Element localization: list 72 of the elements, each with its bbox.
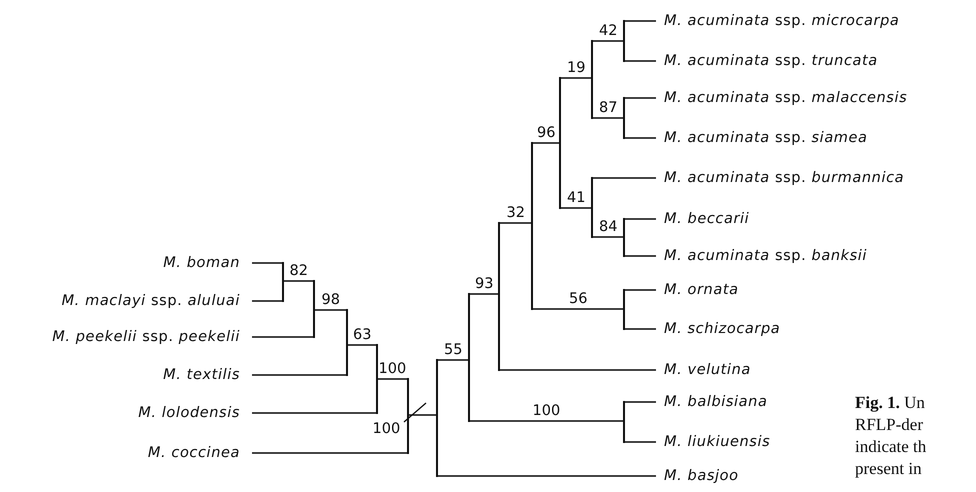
clade-junction-line (623, 97, 625, 139)
branch-line (252, 374, 346, 376)
clade-junction-line (591, 177, 593, 238)
branch-line (532, 308, 624, 310)
branch-line (438, 359, 468, 361)
taxon-label: M. ornata (656, 280, 739, 300)
branch-line (252, 336, 314, 338)
clade-junction-line (313, 280, 315, 338)
clade-junction-line (531, 142, 533, 310)
clade-junction-line (498, 222, 500, 371)
taxon-label: M. acuminata ssp. malaccensis (656, 88, 908, 108)
branch-line (408, 414, 436, 416)
taxon-label: M. basjoo (656, 466, 739, 486)
taxon-label: M. acuminata ssp. banksii (656, 246, 868, 266)
branch-line (624, 289, 656, 291)
branch-line (378, 378, 408, 380)
branch-line (592, 177, 656, 179)
clade-junction-line (559, 77, 561, 209)
taxon-label: M. boman (0, 253, 252, 273)
branch-line (560, 207, 592, 209)
clade-junction-line (623, 20, 625, 62)
branch-line (438, 475, 656, 477)
clade-junction-line (623, 218, 625, 257)
clade-junction-line (436, 359, 438, 477)
taxon-label: M. textilis (0, 365, 252, 385)
branch-line (624, 137, 656, 139)
taxon-label: M. acuminata ssp. siamea (656, 128, 868, 148)
branch-line (470, 420, 624, 422)
taxon-label: M. beccarii (656, 209, 750, 229)
branch-line (252, 300, 282, 302)
taxon-label: M. lolodensis (0, 403, 252, 423)
branch-line (314, 309, 346, 311)
clade-junction-line (468, 293, 470, 422)
branch-line (592, 236, 624, 238)
branch-line (624, 20, 656, 22)
branch-line (624, 255, 656, 257)
taxon-label: M. schizocarpa (656, 319, 780, 339)
taxon-label: M. velutina (656, 360, 751, 380)
branch-line (560, 77, 592, 79)
branch-line (592, 40, 624, 42)
taxon-label: M. acuminata ssp. truncata (656, 51, 878, 71)
taxon-label: M. maclayi ssp. aluluai (0, 291, 252, 311)
branch-line (500, 369, 656, 371)
branch-line (500, 222, 532, 224)
branch-line (624, 60, 656, 62)
branch-line (624, 97, 656, 99)
branch-line (252, 412, 376, 414)
taxon-label: M. peekelii ssp. peekelii (0, 327, 252, 347)
taxon-label: M. liukiuensis (656, 432, 770, 452)
clade-junction-line (591, 40, 593, 119)
branch-line (284, 280, 314, 282)
branch-line (470, 293, 498, 295)
taxon-label: M. acuminata ssp. burmannica (656, 168, 904, 188)
clade-junction-line (376, 344, 378, 414)
clade-junction-line (407, 378, 409, 454)
branch-line (348, 344, 376, 346)
branch-line (624, 328, 656, 330)
clade-junction-line (282, 262, 284, 302)
taxon-label: M. acuminata ssp. microcarpa (656, 11, 900, 31)
branch-line (532, 142, 560, 144)
branch-line (624, 401, 656, 403)
branch-line (592, 117, 624, 119)
branch-line (624, 441, 656, 443)
branch-line (624, 218, 656, 220)
figure-caption: Fig. 1. Un RFLP-der indicate th present in (855, 392, 928, 480)
clade-junction-line (623, 289, 625, 330)
taxon-label: M. balbisiana (656, 392, 768, 412)
branch-line (252, 262, 282, 264)
clade-junction-line (623, 401, 625, 443)
branch-line (252, 452, 408, 454)
clade-junction-line (346, 309, 348, 376)
taxon-label: M. coccinea (0, 443, 252, 463)
